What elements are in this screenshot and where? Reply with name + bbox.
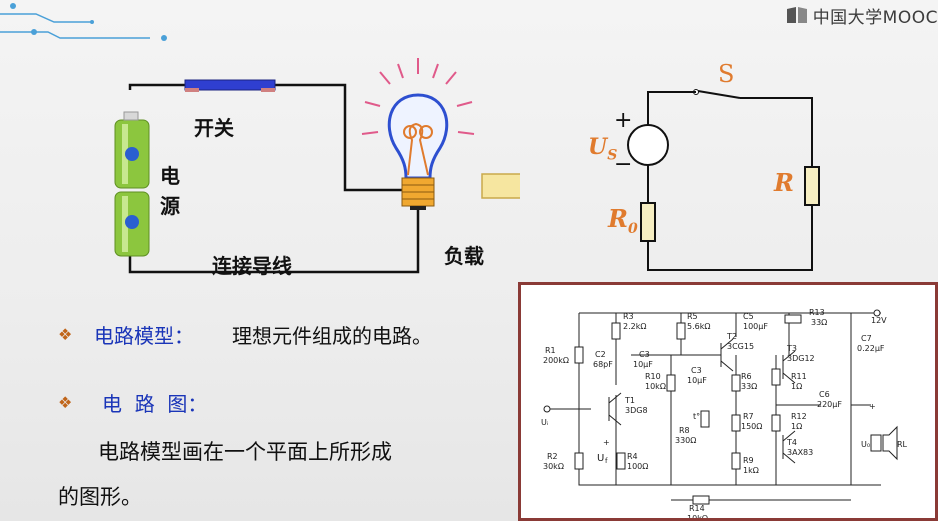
svg-text:R2: R2 (547, 452, 558, 461)
decorative-circuit-lines (0, 3, 167, 41)
svg-text:1Ω: 1Ω (791, 382, 802, 391)
load-label: 负载 (444, 244, 484, 268)
svg-text:C3: C3 (639, 350, 650, 359)
svg-text:R13: R13 (809, 308, 825, 317)
voltage-label: U (588, 134, 608, 160)
diamond-bullet-icon: ❖ (58, 393, 73, 412)
svg-text:C7: C7 (861, 334, 872, 343)
svg-text:200kΩ: 200kΩ (543, 356, 569, 365)
svg-text:R10: R10 (645, 372, 661, 381)
internal-resistor-subscript: 0 (627, 220, 638, 237)
svg-text:100μF: 100μF (743, 322, 768, 331)
svg-text:3AX83: 3AX83 (787, 448, 813, 457)
svg-text:R5: R5 (687, 312, 698, 321)
svg-text:1kΩ: 1kΩ (743, 466, 759, 475)
svg-text:R6: R6 (741, 372, 752, 381)
svg-text:RL: RL (897, 440, 908, 449)
svg-text:T2: T2 (726, 332, 737, 341)
svg-text:C5: C5 (743, 312, 754, 321)
svg-text:3CG15: 3CG15 (727, 342, 754, 351)
physical-circuit-diagram (114, 58, 520, 274)
voltage-us-label: US (588, 134, 617, 163)
svg-text:10μF: 10μF (687, 376, 707, 385)
internal-resistor-label: R0 (608, 204, 638, 237)
svg-text:R3: R3 (623, 312, 634, 321)
svg-text:R8: R8 (679, 426, 690, 435)
paragraph-line-1: 电路模型画在一个平面上所形成 (98, 440, 392, 464)
svg-text:T4: T4 (786, 438, 797, 447)
svg-text:R7: R7 (743, 412, 754, 421)
svg-text:3DG8: 3DG8 (625, 406, 648, 415)
svg-text:100Ω: 100Ω (627, 462, 648, 471)
bullet-term: 电 路 图： (102, 392, 208, 416)
plus-sign: + (614, 108, 633, 133)
svg-text:68pF: 68pF (593, 360, 613, 369)
bullet-term: 电路模型： (94, 324, 194, 348)
svg-text:Uᵢ: Uᵢ (541, 418, 548, 427)
circuit-model-diagram (627, 89, 820, 271)
svg-text:2.2kΩ: 2.2kΩ (623, 322, 646, 331)
svg-text:R11: R11 (791, 372, 807, 381)
svg-text:T1: T1 (624, 396, 635, 405)
wire-label: 连接导线 (212, 254, 292, 278)
switch-label: 开关 (194, 116, 234, 140)
svg-text:+: + (869, 402, 876, 411)
svg-text:150Ω: 150Ω (741, 422, 762, 431)
bullet-circuit-diagram: ❖ 电 路 图： (58, 388, 207, 417)
svg-text:U₀: U₀ (861, 440, 870, 449)
svg-text:t°: t° (693, 412, 700, 421)
internal-resistor-r: R (608, 204, 628, 233)
switch-s-label: S (718, 60, 735, 88)
resistor-r-label: R (774, 168, 794, 197)
svg-text:R12: R12 (791, 412, 807, 421)
svg-text:R9: R9 (743, 456, 754, 465)
brand-logo: 中国大学MOOC (785, 2, 938, 28)
svg-text:U: U (597, 453, 604, 464)
svg-text:5.6kΩ: 5.6kΩ (687, 322, 710, 331)
minus-sign: − (614, 152, 633, 177)
svg-text:+: + (603, 438, 610, 447)
svg-text:0.22μF: 0.22μF (857, 344, 885, 353)
svg-text:T3: T3 (786, 344, 797, 353)
brand-text: 中国大学MOOC (812, 7, 938, 28)
svg-text:R1: R1 (545, 346, 556, 355)
svg-text:1Ω: 1Ω (791, 422, 802, 431)
svg-text:33Ω: 33Ω (741, 382, 757, 391)
svg-text:C6: C6 (819, 390, 830, 399)
svg-text:C2: C2 (595, 350, 606, 359)
bullet-desc: 理想元件组成的电路。 (232, 324, 432, 348)
arrow-right-icon (481, 173, 520, 199)
svg-text:f: f (605, 457, 608, 465)
source-label-2: 源 (160, 194, 180, 218)
svg-text:12V: 12V (871, 316, 887, 325)
svg-text:30kΩ: 30kΩ (543, 462, 564, 471)
mooc-book-icon (786, 7, 807, 23)
svg-text:10kΩ: 10kΩ (687, 514, 708, 518)
svg-text:33Ω: 33Ω (811, 318, 827, 327)
bullet-circuit-model: ❖ 电路模型： 理想元件组成的电路。 (58, 320, 432, 349)
svg-text:C3: C3 (691, 366, 702, 375)
lightbulb-icon (361, 58, 475, 210)
battery-icon (114, 111, 150, 257)
svg-text:R4: R4 (627, 452, 638, 461)
voltage-subscript: S (607, 147, 618, 164)
svg-text:R14: R14 (689, 504, 705, 513)
paragraph-line-2: 的图形。 (58, 485, 142, 509)
svg-text:220μF: 220μF (817, 400, 842, 409)
svg-text:3DG12: 3DG12 (787, 354, 815, 363)
source-label-1: 电 (160, 164, 180, 188)
svg-text:10μF: 10μF (633, 360, 653, 369)
svg-text:330Ω: 330Ω (675, 436, 696, 445)
diamond-bullet-icon: ❖ (58, 325, 73, 344)
svg-text:10kΩ: 10kΩ (645, 382, 666, 391)
